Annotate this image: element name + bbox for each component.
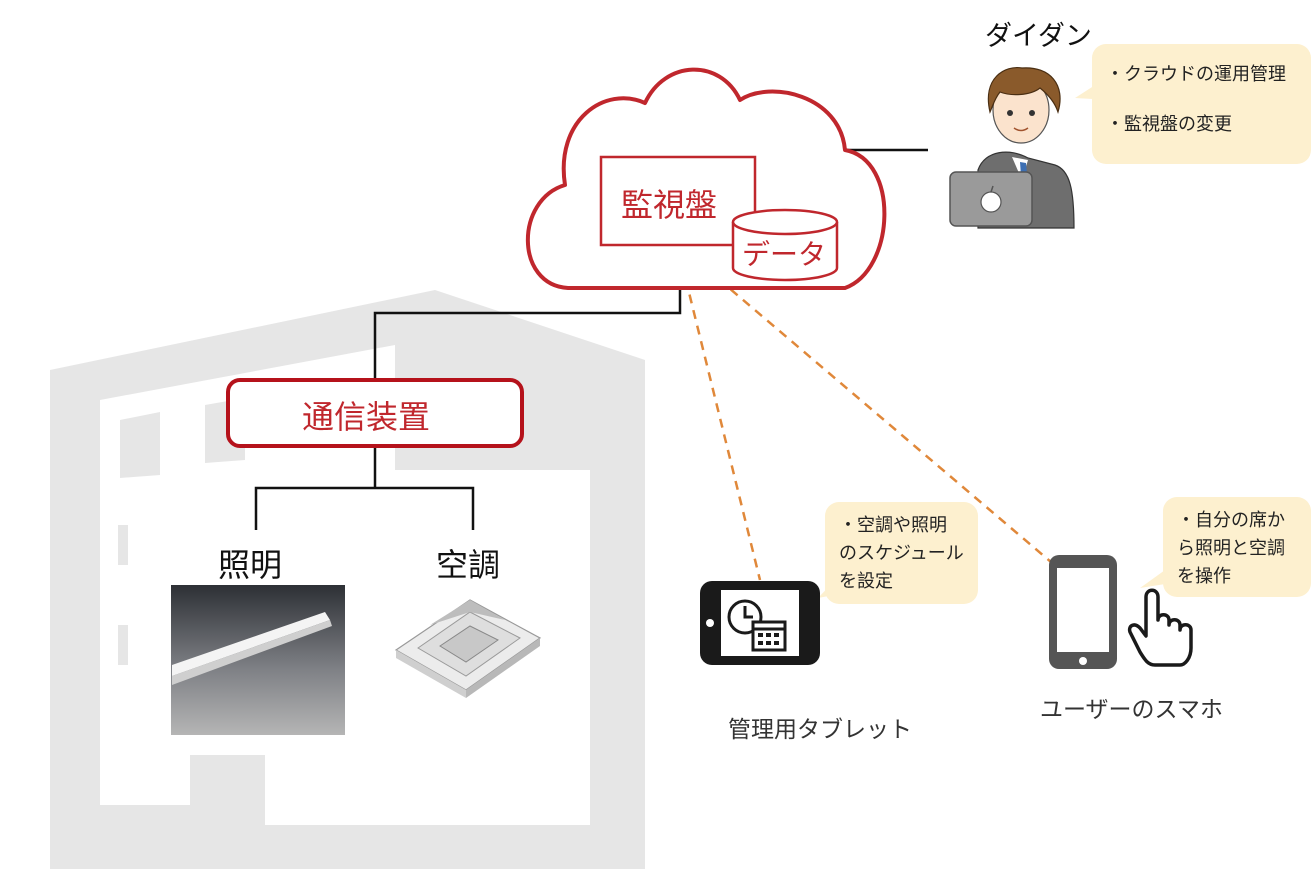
- data-store-label: データ: [742, 238, 827, 271]
- smartphone-icon: [1049, 555, 1117, 669]
- tablet-bubble-line: を設定: [839, 571, 893, 592]
- smartphone-bubble: ・自分の席か ら照明と空調 を操作: [1163, 497, 1311, 597]
- smartphone-label: ユーザーのスマホ: [1040, 697, 1223, 723]
- tablet-bubble: ・空調や照明 のスケジュール を設定: [825, 502, 978, 604]
- lighting-label: 照明: [218, 546, 283, 584]
- hand-pointer-icon: [1127, 588, 1193, 667]
- ceiling-light-icon: [171, 585, 345, 735]
- operator-bubble: ・クラウドの運用管理 ・監視盤の変更: [1092, 44, 1311, 164]
- smartphone-bubble-line: を操作: [1177, 566, 1231, 587]
- ceiling-ac-icon: [394, 599, 542, 698]
- smartphone-bubble-line: ・自分の席か: [1177, 510, 1285, 531]
- kanshiban-label: 監視盤: [621, 186, 718, 224]
- tablet-icon: [700, 581, 820, 665]
- wireless-links: [676, 247, 1059, 581]
- tsushin-box: [226, 378, 524, 448]
- tablet-bubble-line: のスケジュール: [839, 543, 964, 564]
- database-icon: [731, 208, 839, 282]
- aircon-label: 空調: [436, 546, 501, 584]
- operator-label: ダイダン: [985, 21, 1092, 52]
- operator-bubble-line: ・クラウドの運用管理: [1106, 64, 1286, 85]
- tablet-label: 管理用タブレット: [728, 717, 912, 743]
- smartphone-bubble-line: ら照明と空調: [1177, 538, 1285, 559]
- operator-bubble-line: ・監視盤の変更: [1106, 114, 1232, 135]
- tsushin-label: 通信装置: [302, 398, 431, 436]
- person-laptop-icon: [949, 67, 1075, 229]
- tablet-bubble-line: ・空調や照明: [839, 515, 947, 536]
